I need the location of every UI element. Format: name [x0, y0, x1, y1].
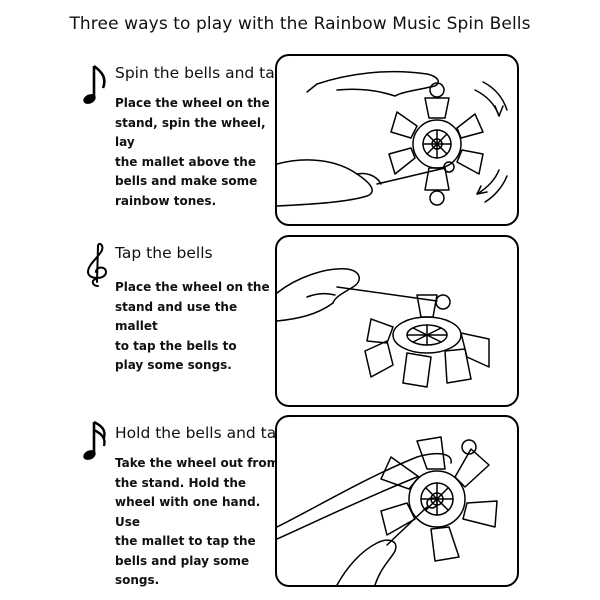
- desc-hold: Take the wheel out from the stand. Hold …: [115, 456, 280, 587]
- illustration-hold-panel: [275, 415, 519, 587]
- heading-tap: Tap the bells: [115, 244, 213, 262]
- sixteenth-note-icon: [83, 420, 106, 460]
- desc-spin: Place the wheel on the stand, spin the w…: [115, 96, 270, 208]
- heading-hold: Hold the bells and tap: [115, 424, 287, 442]
- hold-bells-illustration: [277, 436, 498, 585]
- page-title: Three ways to play with the Rainbow Musi…: [69, 14, 531, 34]
- tap-bells-illustration: [277, 268, 490, 388]
- illustration-spin-panel: [275, 54, 519, 226]
- heading-spin: Spin the bells and tap: [115, 64, 285, 82]
- treble-clef-icon: [86, 242, 108, 287]
- eighth-note-icon: [83, 64, 106, 104]
- spin-bells-illustration: [277, 70, 508, 207]
- illustration-tap-panel: [275, 235, 519, 407]
- desc-tap: Place the wheel on the stand and use the…: [115, 280, 270, 372]
